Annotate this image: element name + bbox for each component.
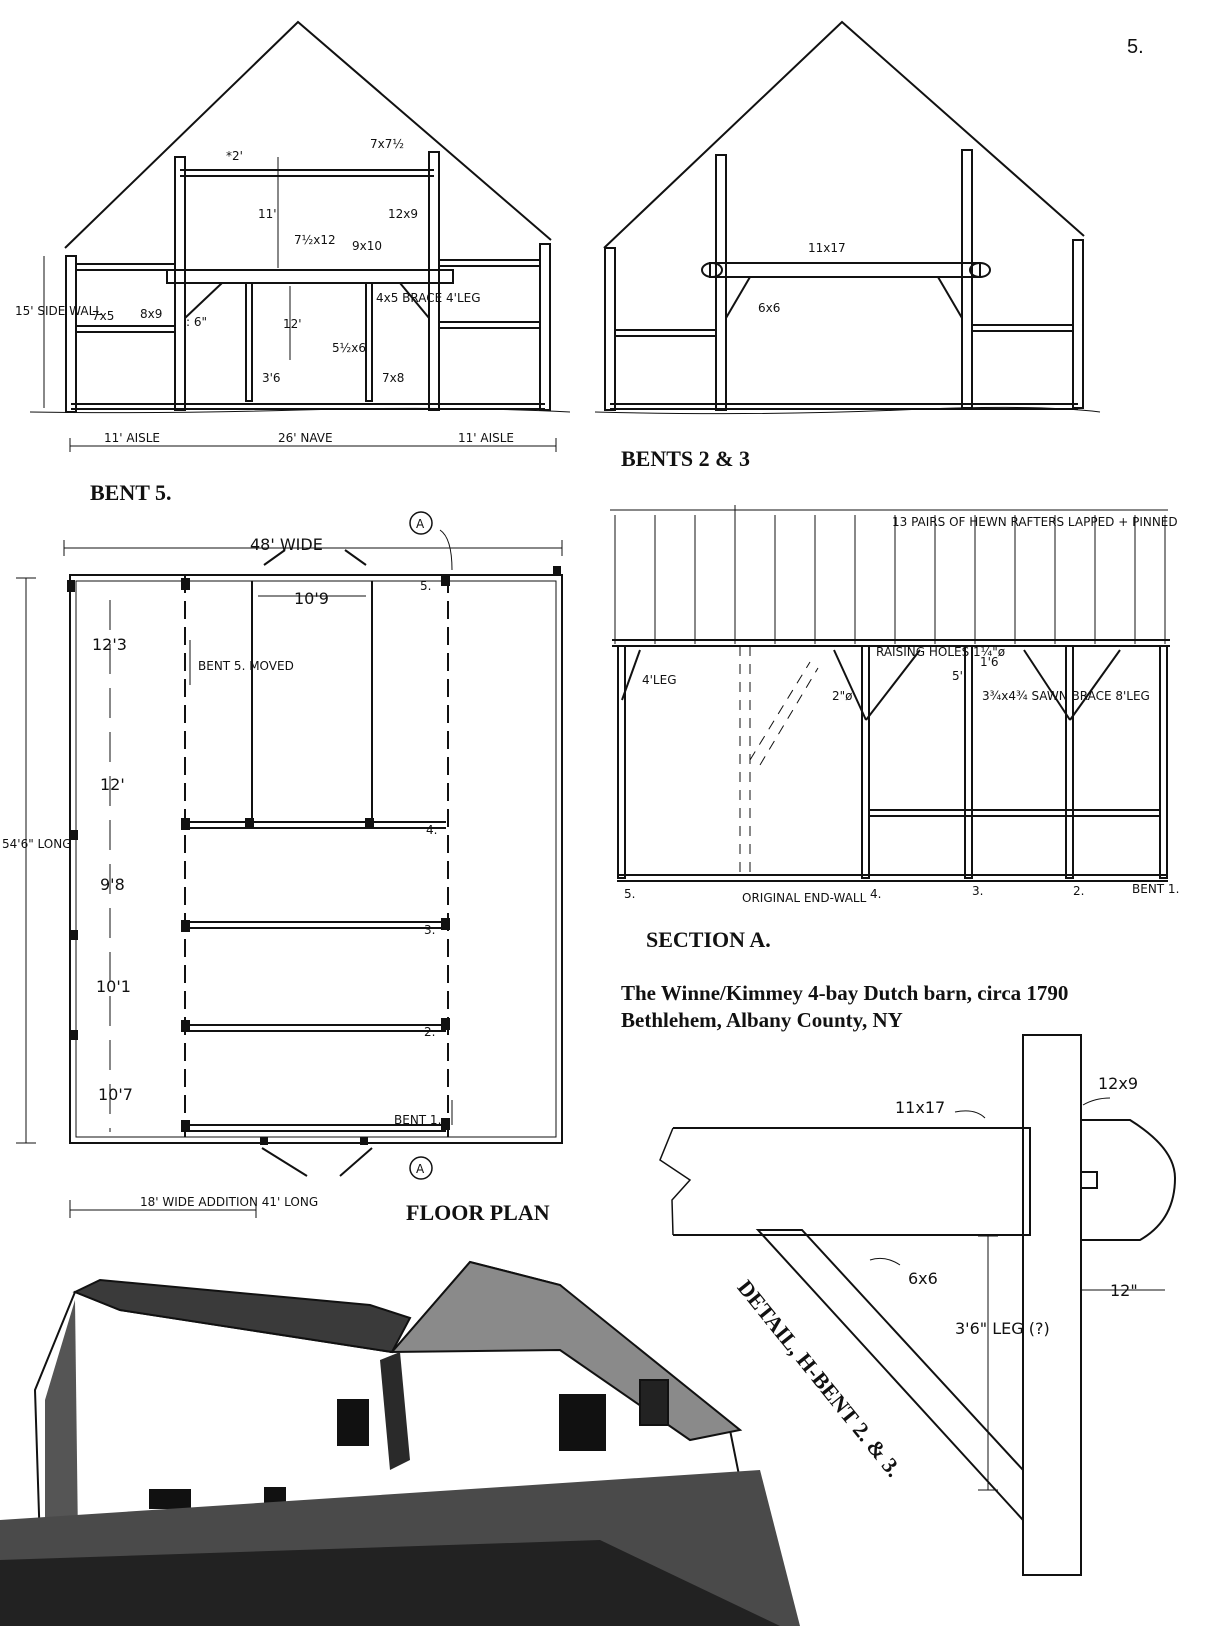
label-beam-7x12: 7½x12 bbox=[294, 233, 336, 247]
label-h3-6: 3'6 bbox=[262, 371, 281, 385]
detail-drawing bbox=[659, 1034, 1177, 1576]
label-girt-7x5: 7x5 bbox=[92, 309, 114, 323]
label-bay-12-3: 12'3 bbox=[92, 635, 127, 654]
section-a-labels: 13 PAIRS OF HEWN RAFTERS LAPPED + PINNED… bbox=[624, 515, 1179, 905]
label-bent-4: 4. bbox=[426, 823, 437, 837]
label-leg4: 4'LEG bbox=[642, 673, 677, 687]
caption-bent5: BENT 5. bbox=[90, 480, 172, 505]
section-marker-a-bottom bbox=[409, 1156, 433, 1180]
label-raising: RAISING HOLES 1¼"ø bbox=[876, 645, 1005, 659]
bent5-labels: 15' SIDE WALL 11' AISLE 26' NAVE 11' AIS… bbox=[15, 137, 514, 445]
label-h12: 12' bbox=[283, 317, 302, 331]
detail-labels: 11x17 12x9 6x6 3'6" LEG (?) 12" bbox=[895, 1074, 1138, 1338]
label-sec-1: BENT 1. bbox=[1132, 882, 1179, 896]
label-bent5-moved: BENT 5. MOVED bbox=[198, 659, 294, 673]
barn-photo bbox=[0, 1260, 800, 1626]
label-aisle-left: 11' AISLE bbox=[104, 431, 160, 445]
label-dim-16: 1'6 bbox=[980, 655, 999, 669]
label-post-5x6: 5½x6 bbox=[332, 341, 366, 355]
bents23-labels: 11x17 6x6 bbox=[758, 241, 846, 315]
label-rafters: 13 PAIRS OF HEWN RAFTERS LAPPED + PINNED bbox=[892, 515, 1178, 529]
barn-title-line1: The Winne/Kimmey 4-bay Dutch barn, circa… bbox=[621, 981, 1069, 1005]
label-girt-8x9: 8x9 bbox=[140, 307, 162, 321]
barn-title-line2: Bethlehem, Albany County, NY bbox=[621, 1008, 903, 1032]
label-long: 54'6" LONG bbox=[2, 837, 72, 851]
label-detail-beam: 11x17 bbox=[895, 1098, 945, 1117]
label-marker-a-top: A bbox=[416, 517, 425, 531]
section-a-drawing bbox=[610, 505, 1170, 882]
label-gap-6: : 6" bbox=[186, 315, 207, 329]
label-orig-wall: ORIGINAL END-WALL bbox=[742, 891, 867, 905]
label-wide-48: 48' WIDE bbox=[250, 535, 323, 554]
label-nave: 26' NAVE bbox=[278, 431, 333, 445]
label-sec-4: 4. bbox=[870, 887, 881, 901]
label-bent-1: BENT 1. bbox=[394, 1113, 441, 1127]
label-brace-sawn: 3¾x4¾ SAWN BRACE 8'LEG bbox=[982, 689, 1150, 703]
label-h11: 11' bbox=[258, 207, 277, 221]
label-marker-a-bottom: A bbox=[416, 1162, 425, 1176]
label-sec-3: 3. bbox=[972, 884, 983, 898]
label-span-10-9: 10'9 bbox=[294, 589, 329, 608]
label-aisle-right: 11' AISLE bbox=[458, 431, 514, 445]
label-dim-2: 2"ø bbox=[832, 689, 853, 703]
label-detail-post: 12x9 bbox=[1098, 1074, 1138, 1093]
caption-bents23: BENTS 2 & 3 bbox=[621, 446, 750, 471]
label-beam-11x17: 11x17 bbox=[808, 241, 846, 255]
section-marker-a-top bbox=[409, 511, 433, 535]
label-bay-12: 12' bbox=[100, 775, 125, 794]
label-brace-4x5: 4x5 BRACE 4'LEG bbox=[376, 291, 481, 305]
label-bay-9-8: 9'8 bbox=[100, 875, 125, 894]
label-sec-5: 5. bbox=[624, 887, 635, 901]
label-bay-10-7: 10'7 bbox=[98, 1085, 133, 1104]
label-dim-5: 5' bbox=[952, 669, 963, 683]
label-tie-7x7: 7x7½ bbox=[370, 137, 404, 151]
label-detail-brace: 6x6 bbox=[908, 1269, 938, 1288]
label-sec-2: 2. bbox=[1073, 884, 1084, 898]
label-addition: 18' WIDE ADDITION 41' LONG bbox=[140, 1195, 318, 1209]
barn-title: The Winne/Kimmey 4-bay Dutch barn, circa… bbox=[621, 980, 1181, 1034]
label-side-wall: 15' SIDE WALL bbox=[15, 304, 102, 318]
caption-floor-plan: FLOOR PLAN bbox=[406, 1200, 550, 1225]
bents23-elevation bbox=[594, 20, 1101, 415]
bent5-elevation bbox=[29, 20, 571, 452]
label-x2: *2' bbox=[226, 149, 243, 163]
label-detail-width: 12" bbox=[1110, 1281, 1138, 1300]
label-bent-3: 3. bbox=[424, 923, 435, 937]
page-number: 5. bbox=[1127, 36, 1144, 58]
label-bay-10-1: 10'1 bbox=[96, 977, 131, 996]
label-brace-6x6: 6x6 bbox=[758, 301, 780, 315]
caption-section-a: SECTION A. bbox=[646, 927, 771, 952]
floor-plan-drawing bbox=[16, 529, 563, 1218]
label-bent-2: 2. bbox=[424, 1025, 435, 1039]
label-sill-7x8: 7x8 bbox=[382, 371, 404, 385]
label-beam-9x10: 9x10 bbox=[352, 239, 382, 253]
label-detail-leg: 3'6" LEG (?) bbox=[955, 1319, 1050, 1338]
floor-plan-labels: 48' WIDE A A 10'9 BENT 5. MOVED 12'3 12'… bbox=[2, 511, 441, 1209]
label-post-12x9: 12x9 bbox=[388, 207, 418, 221]
label-bent-5: 5. bbox=[420, 579, 431, 593]
